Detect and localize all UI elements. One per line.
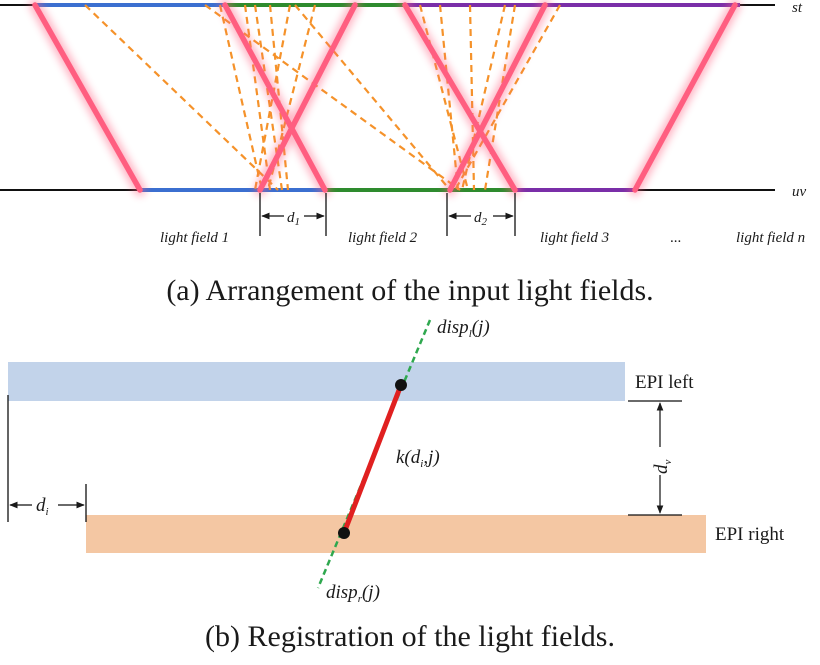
offset-d2: d2 [446,193,516,236]
disp-r-label: dispr(j) [326,582,380,605]
ray-band [632,2,738,193]
registration-line [341,382,404,536]
light-field-n-label: light field n [736,230,805,246]
figure-b: di dv EPI left EPI right displ(j) k(di,j… [7,317,785,653]
dashed-ray [294,4,451,191]
ellipsis-label: ... [670,230,681,246]
dashed-ray [268,4,290,191]
dashed-ray [438,4,460,191]
st-label: st [792,0,803,16]
epi-left-label: EPI left [635,372,694,393]
dashed-rays [84,4,561,191]
ray-band [32,2,143,193]
light-field-3-label: light field 3 [540,230,609,246]
d1-label: d1 [287,210,300,228]
dashed-ray [243,4,272,191]
caption-b: (b) Registration of the light fields. [205,620,615,653]
ray-band [402,2,518,193]
endpoint-right [338,527,350,539]
disp-l-label: displ(j) [437,317,490,340]
light-field-2-label: light field 2 [348,230,418,246]
d2-label: d2 [474,210,488,228]
dashed-ray [218,4,264,191]
figure-a: st uv d1 d2 light field 1 light field 2 … [0,0,807,307]
epi-right-label: EPI right [715,524,785,545]
dv-label: dv [651,460,674,475]
offset-di: di [7,395,87,522]
uv-label: uv [792,184,807,200]
ray-band [447,2,548,193]
offset-dv: dv [628,400,682,516]
di-label: di [36,495,49,518]
offset-d1: d1 [259,193,327,236]
light-field-1-label: light field 1 [160,230,229,246]
caption-a: (a) Arrangement of the input light field… [166,274,653,307]
ray-bands [32,2,738,193]
ray-band [257,2,358,193]
endpoint-left [395,379,407,391]
dashed-ray [84,4,279,191]
ray-bands-glow [29,0,741,196]
dashed-ray [253,4,292,191]
epi-left-band [8,362,625,401]
dashed-ray [468,4,476,191]
k-label: k(di,j) [396,447,440,470]
ray-band [222,2,328,193]
epi-right-band [86,515,706,553]
